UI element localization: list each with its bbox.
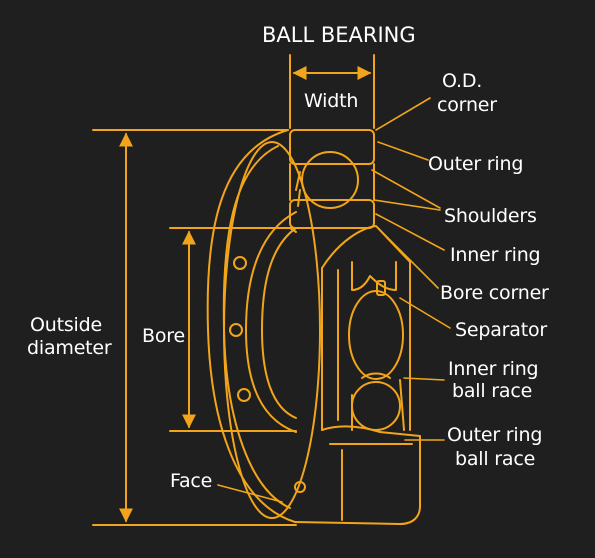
outer-ring-ball-race-label-line2: ball race <box>455 448 536 470</box>
outer-ring-label: Outer ring <box>428 153 524 175</box>
face-label: Face <box>170 470 213 492</box>
leader-lines <box>217 97 451 503</box>
bore-dimension <box>169 227 297 432</box>
outer-ring-ball-race-label-line1: Outer ring <box>447 424 543 446</box>
shoulders-label: Shoulders <box>444 205 537 227</box>
od-corner-label-line1: O.D. <box>442 70 483 92</box>
od-corner-label-line2: corner <box>437 94 497 116</box>
inner-ring-ball-race-label-line2: ball race <box>452 380 533 402</box>
bore-label: Bore <box>142 325 185 347</box>
inner-ring-section <box>289 199 375 233</box>
outside-diameter-label-line2: diameter <box>27 337 112 359</box>
outside-diameter-label-line1: Outside <box>30 314 102 336</box>
lower-cross-section <box>294 225 421 525</box>
bore-corner-label: Bore corner <box>440 282 549 304</box>
outside-diameter-dimension <box>92 129 297 526</box>
inner-cage-ring <box>229 211 306 493</box>
width-dimension <box>289 54 375 129</box>
separator-label: Separator <box>455 319 547 341</box>
outer-ring-section <box>289 129 375 209</box>
bearing-outer-contour <box>206 129 321 523</box>
inner-ring-ball-race-label-line1: Inner ring <box>448 358 539 380</box>
diagram-title: BALL BEARING <box>262 23 416 47</box>
inner-ring-label: Inner ring <box>450 244 541 266</box>
width-label: Width <box>304 90 359 112</box>
